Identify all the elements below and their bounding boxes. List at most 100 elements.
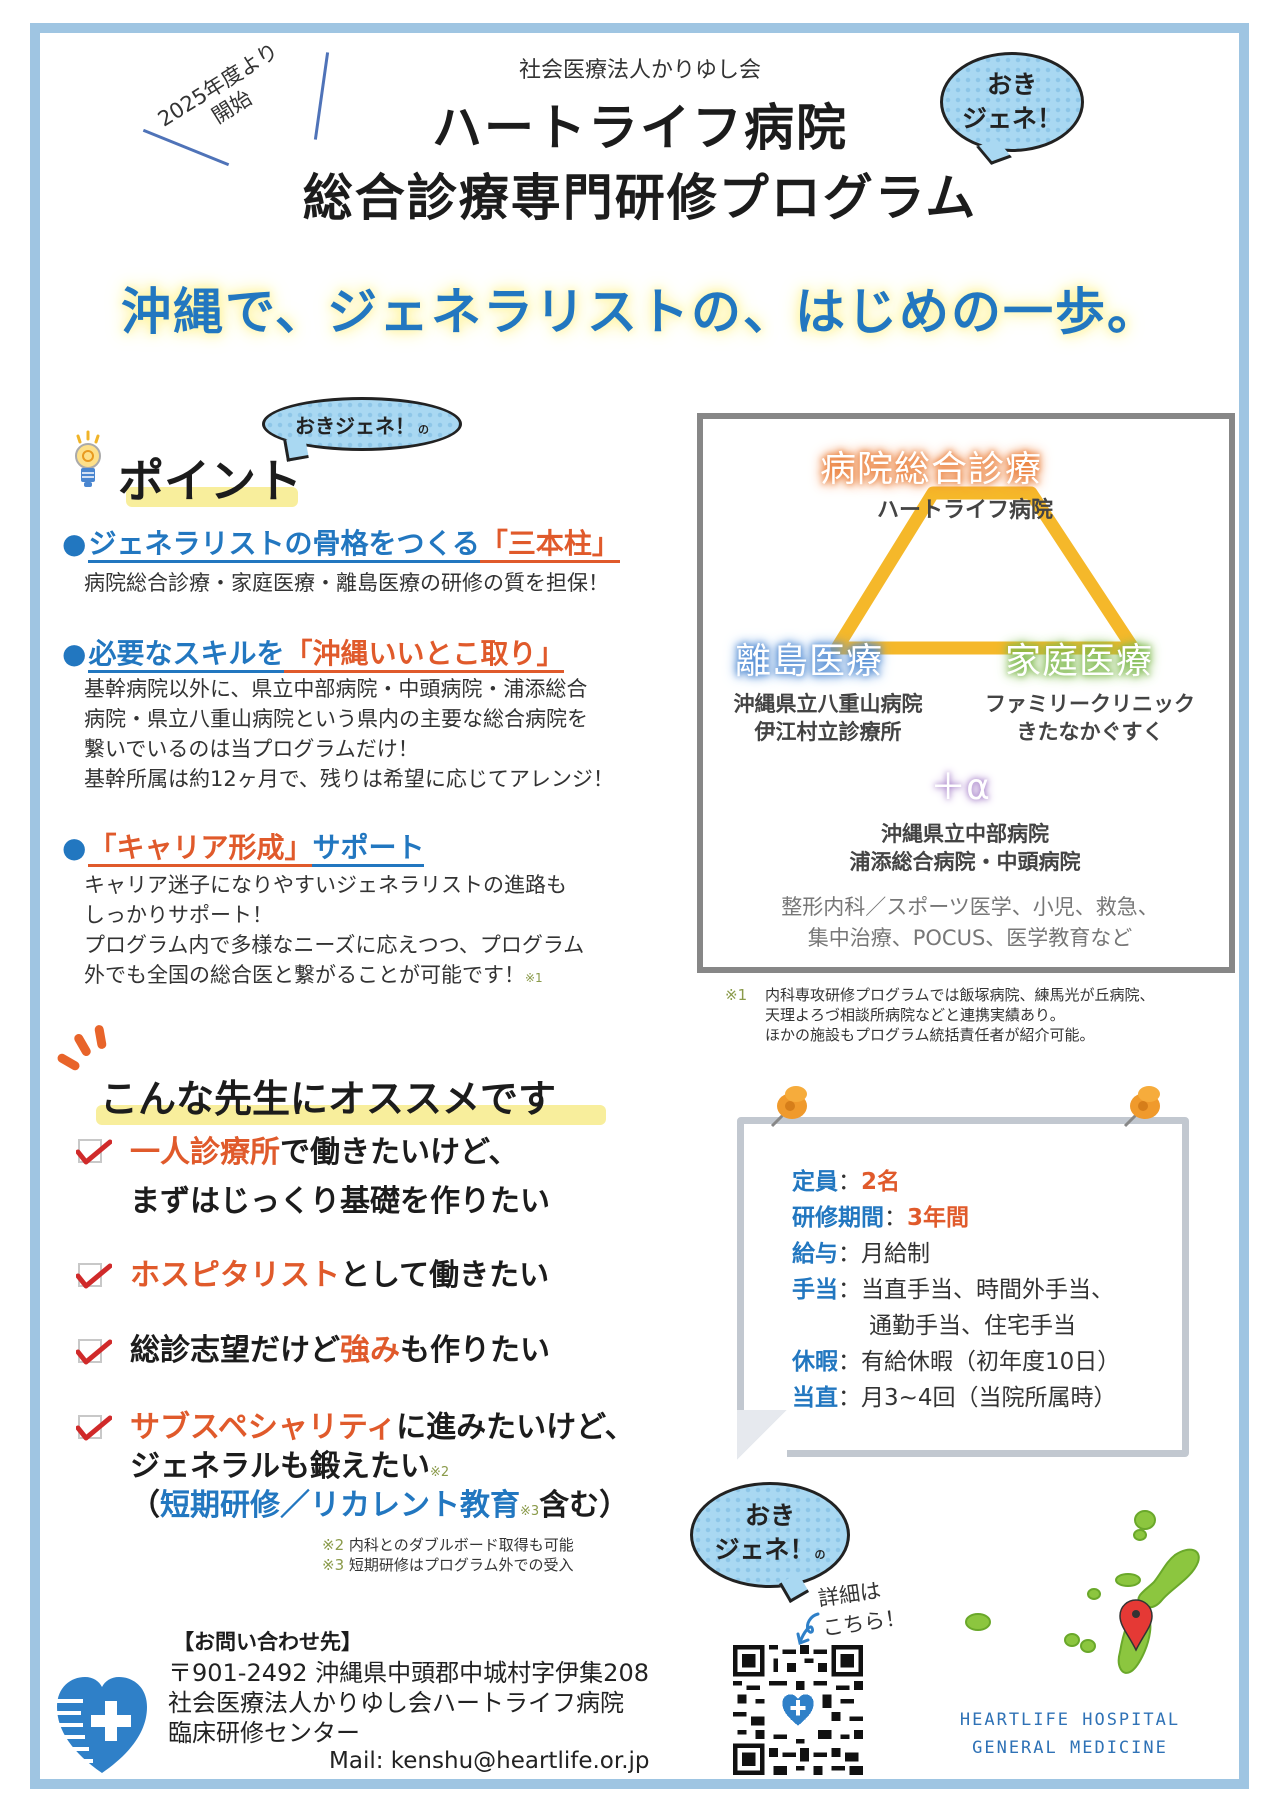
point-heading-text: 必要なスキルを xyxy=(88,637,285,673)
recommend-text: で働きたいけど、 xyxy=(280,1135,519,1170)
footnote-ref: ※2 xyxy=(430,1465,450,1480)
recommend-text: も作りたい xyxy=(400,1333,550,1368)
qr-code[interactable] xyxy=(733,1645,863,1775)
condition-duration: 研修期間：3年間 xyxy=(792,1200,1120,1236)
okinawa-map-illustration xyxy=(965,1510,1200,1674)
site-name: 浦添総合病院・中頭病院 xyxy=(849,850,1081,874)
hospital-title: ハートライフ病院 xyxy=(432,99,848,157)
program-english-label: HEARTLIFE HOSPITAL GENERAL MEDICINE xyxy=(950,1706,1190,1762)
condition-label: 給与 xyxy=(792,1241,838,1267)
arrow-down-icon xyxy=(796,1612,820,1646)
separator: ： xyxy=(838,1385,861,1411)
bubble-text: ジェネ！ xyxy=(961,104,1062,133)
recommend-item-hospitalist: ホスピタリストとして働きたい xyxy=(130,1256,549,1296)
bubble-suffix: の xyxy=(418,423,429,436)
organization-name: 社会医療法人かりゆし会 xyxy=(518,58,761,83)
triangle-connector-icon xyxy=(830,486,1140,655)
footnote-ref: ※1 xyxy=(525,971,543,985)
recommend-item-strength: 総診志望だけど強みも作りたい xyxy=(130,1331,550,1371)
pillar-family-sites: ファミリークリニック きたなかぐすく xyxy=(955,690,1225,746)
footnote-text: 内科専攻研修プログラムでは飯塚病院、練馬光が丘病院、 天理よろづ相談所病院などと… xyxy=(765,986,1155,1044)
site-name: ファミリークリニック xyxy=(985,692,1195,716)
recommend-item-subspecialty: サブスペシャリティに進みたいけど、 xyxy=(130,1408,635,1448)
okigene-point-bubble: おきジェネ！ の xyxy=(262,397,462,462)
recommend-accent: 強み xyxy=(340,1333,400,1368)
point-heading-career: ●「キャリア形成」サポート xyxy=(62,826,425,867)
point-heading-skills: ●必要なスキルを「沖縄いいとこ取り」 xyxy=(62,632,565,673)
recommend-accent: サブスペシャリティ xyxy=(130,1410,397,1445)
footnote-2: ※2 内科とのダブルボード取得も可能 xyxy=(322,1535,574,1555)
point-heading-text: ジェネラリストの骨格をつくる xyxy=(88,527,480,563)
condition-value: 月給制 xyxy=(861,1241,930,1267)
plus-alpha-label: ＋α xyxy=(930,767,990,808)
condition-label: 研修期間 xyxy=(792,1205,884,1231)
pillar-hospital-medicine: 病院総合診療 xyxy=(820,449,1043,490)
point-body: 基幹病院以外に、県立中部病院・中頭病院・浦添総合 病院・県立八重山病院という県内… xyxy=(84,677,614,791)
point-body-career: キャリア迷子になりやすいジェネラリストの進路も しっかりサポート！ プログラム内… xyxy=(84,870,584,990)
point-heading-accent: 「キャリア形成」 xyxy=(88,831,313,867)
heading-highlight xyxy=(96,1105,606,1125)
three-pillars-diagram xyxy=(697,413,1235,973)
point-body: 病院総合診療・家庭医療・離島医療の研修の質を担保！ xyxy=(84,571,609,595)
recommend-text: に進みたいけど、 xyxy=(396,1410,635,1445)
point-heading-accent: 「三本柱」 xyxy=(479,527,620,563)
recommend-text: ジェネラルも鍛えたい xyxy=(130,1449,430,1484)
contact-heading: 【お問い合わせ先】 xyxy=(173,1630,362,1654)
bubble-suffix: の xyxy=(814,1547,826,1561)
condition-leave: 休暇：有給休暇（初年度10日） xyxy=(792,1344,1120,1380)
program-title: 総合診療専門研修プログラム xyxy=(302,169,978,227)
recommend-text: として働きたい xyxy=(340,1258,550,1293)
label-line: HEARTLIFE HOSPITAL xyxy=(959,1710,1181,1730)
condition-value: 月3~4回（当院所属時） xyxy=(861,1385,1117,1411)
condition-value: 3年間 xyxy=(907,1205,970,1231)
separator: ： xyxy=(838,1169,861,1195)
recommend-item-line2: ジェネラルも鍛えたい※2 xyxy=(130,1447,449,1493)
page-frame xyxy=(30,23,1249,1789)
recommend-item-line2: まずはじっくり基礎を作りたい xyxy=(130,1184,550,1219)
point-heading-text: サポート xyxy=(312,831,425,867)
plus-alpha-sites: 沖縄県立中部病院 浦添総合病院・中頭病院 xyxy=(790,820,1140,876)
contact-email-link[interactable]: Mail: kenshu@heartlife.or.jp xyxy=(329,1748,650,1774)
point-heading-accent: 「沖縄いいとこ取り」 xyxy=(284,637,565,673)
pillar-island-medicine: 離島医療 xyxy=(735,641,884,682)
point-heading-pillars: ●ジェネラリストの骨格をつくる「三本柱」 xyxy=(62,522,620,563)
recommend-accent: ホスピタリスト xyxy=(130,1258,340,1293)
bullet-icon: ● xyxy=(62,527,87,560)
separator: ： xyxy=(884,1205,907,1231)
recommend-accent: 一人診療所 xyxy=(130,1135,280,1170)
pillar-hospital-site: ハートライフ病院 xyxy=(876,498,1053,523)
pillar-island-sites: 沖縄県立八重山病院 伊江村立診療所 xyxy=(708,690,948,746)
condition-value: 2名 xyxy=(861,1169,901,1195)
pushpin-icon xyxy=(770,1086,807,1128)
condition-label: 手当 xyxy=(792,1277,838,1303)
okigene-detail-bubble: おき ジェネ！の xyxy=(690,1482,850,1604)
condition-allowance-cont: 通勤手当、住宅手当 xyxy=(869,1313,1076,1339)
recommend-item-solo-clinic: 一人診療所で働きたいけど、 xyxy=(130,1133,519,1173)
point-body: キャリア迷子になりやすいジェネラリストの進路も しっかりサポート！ プログラム内… xyxy=(84,873,585,987)
conditions-list: 定員：2名 研修期間：3年間 給与：月給制 手当：当直手当、時間外手当、 通勤手… xyxy=(792,1164,1120,1416)
checkbox-checked-icon xyxy=(76,1139,112,1165)
footnote-ref: ※3 xyxy=(520,1504,540,1519)
condition-night-duty: 当直：月3~4回（当院所属時） xyxy=(792,1380,1120,1416)
condition-capacity: 定員：2名 xyxy=(792,1164,1120,1200)
checkbox-checked-icon xyxy=(76,1263,112,1289)
footnote-text: 短期研修はプログラム外での受入 xyxy=(348,1556,574,1574)
checkbox-checked-icon xyxy=(76,1339,112,1365)
lightbulb-icon xyxy=(75,430,101,487)
footnote-1: ※1 内科専攻研修プログラムでは飯塚病院、練馬光が丘病院、 天理よろづ相談所病院… xyxy=(725,985,1245,1045)
condition-label: 定員 xyxy=(792,1169,838,1195)
contact-address: 〒901-2492 沖縄県中頭郡中城村字伊集208 社会医療法人かりゆし会ハート… xyxy=(168,1659,649,1747)
site-name: 沖縄県立中部病院 xyxy=(881,822,1049,846)
recommend-text: 含む） xyxy=(539,1488,630,1523)
footnote-text: 内科とのダブルボード取得も可能 xyxy=(348,1536,574,1554)
condition-value: 有給休暇（初年度10日） xyxy=(861,1349,1121,1375)
bubble-text: おきジェネ！ xyxy=(295,413,415,438)
footnote-mark: ※3 xyxy=(322,1556,345,1574)
recommend-text: （ xyxy=(130,1488,160,1523)
bubble-text: ジェネ！ xyxy=(714,1534,815,1564)
points-heading: ポイント xyxy=(118,454,302,508)
heading-highlight xyxy=(126,487,298,507)
separator: ： xyxy=(838,1241,861,1267)
conditions-memo xyxy=(737,1117,1189,1457)
checkbox-checked-icon xyxy=(76,1415,112,1441)
